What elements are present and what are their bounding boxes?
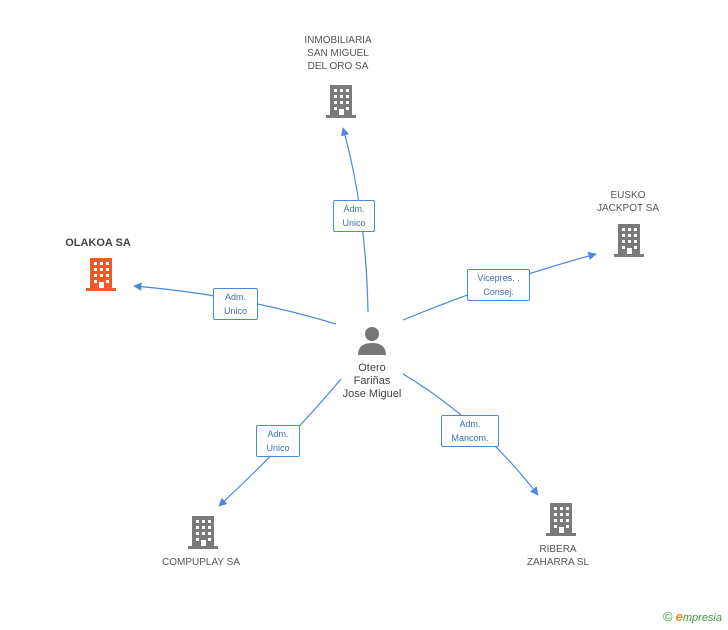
edge-label-olakoa[interactable]: Adm. Unico bbox=[213, 288, 258, 320]
edge-label-line: Unico bbox=[266, 443, 290, 453]
brand-logo: ©empresia bbox=[663, 609, 722, 624]
person-label-line: Jose Miguel bbox=[342, 388, 402, 400]
person-label[interactable]: Otero Fariñas Jose Miguel bbox=[322, 362, 422, 401]
edge-label-line: Adm. bbox=[343, 204, 365, 214]
edge-label-line: Mancom. bbox=[451, 433, 489, 443]
company-label-line: COMPUPLAY SA bbox=[162, 557, 240, 568]
building-icon[interactable] bbox=[188, 516, 218, 549]
company-label-line: JACKPOT SA bbox=[596, 203, 660, 214]
company-label-line: OLAKOA SA bbox=[65, 237, 131, 249]
edge-label-eusko[interactable]: Vicepres. , Consej. bbox=[467, 269, 530, 301]
person-label-line: Otero bbox=[358, 362, 386, 374]
edge-label-line: Vicepres. , bbox=[477, 273, 520, 283]
person-label-line: Fariñas bbox=[353, 375, 391, 387]
edge-label-inmobiliaria[interactable]: Adm. Unico bbox=[333, 200, 375, 232]
edge-label-line: Consej. bbox=[483, 287, 514, 297]
company-label-line: RIBERA bbox=[539, 544, 577, 555]
edge-label-line: Adm. bbox=[459, 419, 481, 429]
edge-label-line: Unico bbox=[223, 306, 247, 316]
person-icon[interactable] bbox=[358, 327, 386, 355]
company-label-line: INMOBILIARIA bbox=[304, 35, 372, 46]
building-icon[interactable] bbox=[546, 503, 576, 536]
company-label-line: EUSKO bbox=[610, 190, 646, 201]
edge-label-ribera[interactable]: Adm. Mancom. bbox=[441, 415, 499, 447]
edge-label-line: Unico bbox=[342, 218, 366, 228]
company-label-line: DEL ORO SA bbox=[307, 61, 369, 72]
building-icon[interactable] bbox=[326, 85, 356, 118]
edge-label-compuplay[interactable]: Adm. Unico bbox=[256, 425, 300, 457]
brand-initial: e bbox=[675, 609, 683, 624]
company-label-inmobiliaria[interactable]: INMOBILIARIA SAN MIGUEL DEL ORO SA bbox=[288, 34, 388, 73]
company-label-compuplay[interactable]: COMPUPLAY SA bbox=[146, 556, 256, 569]
building-icon[interactable] bbox=[614, 224, 644, 257]
brand-name: mpresia bbox=[682, 612, 722, 624]
company-label-line: SAN MIGUEL bbox=[307, 48, 369, 59]
edge-label-line: Adm. bbox=[224, 292, 246, 302]
company-label-olakoa[interactable]: OLAKOA SA bbox=[48, 237, 148, 250]
edge-label-line: Adm. bbox=[267, 429, 289, 439]
copyright-icon: © bbox=[663, 609, 673, 624]
building-icon[interactable] bbox=[86, 258, 116, 291]
company-label-line: ZAHARRA SL bbox=[526, 557, 590, 568]
company-label-ribera[interactable]: RIBERA ZAHARRA SL bbox=[508, 543, 608, 569]
company-label-eusko[interactable]: EUSKO JACKPOT SA bbox=[578, 189, 678, 215]
